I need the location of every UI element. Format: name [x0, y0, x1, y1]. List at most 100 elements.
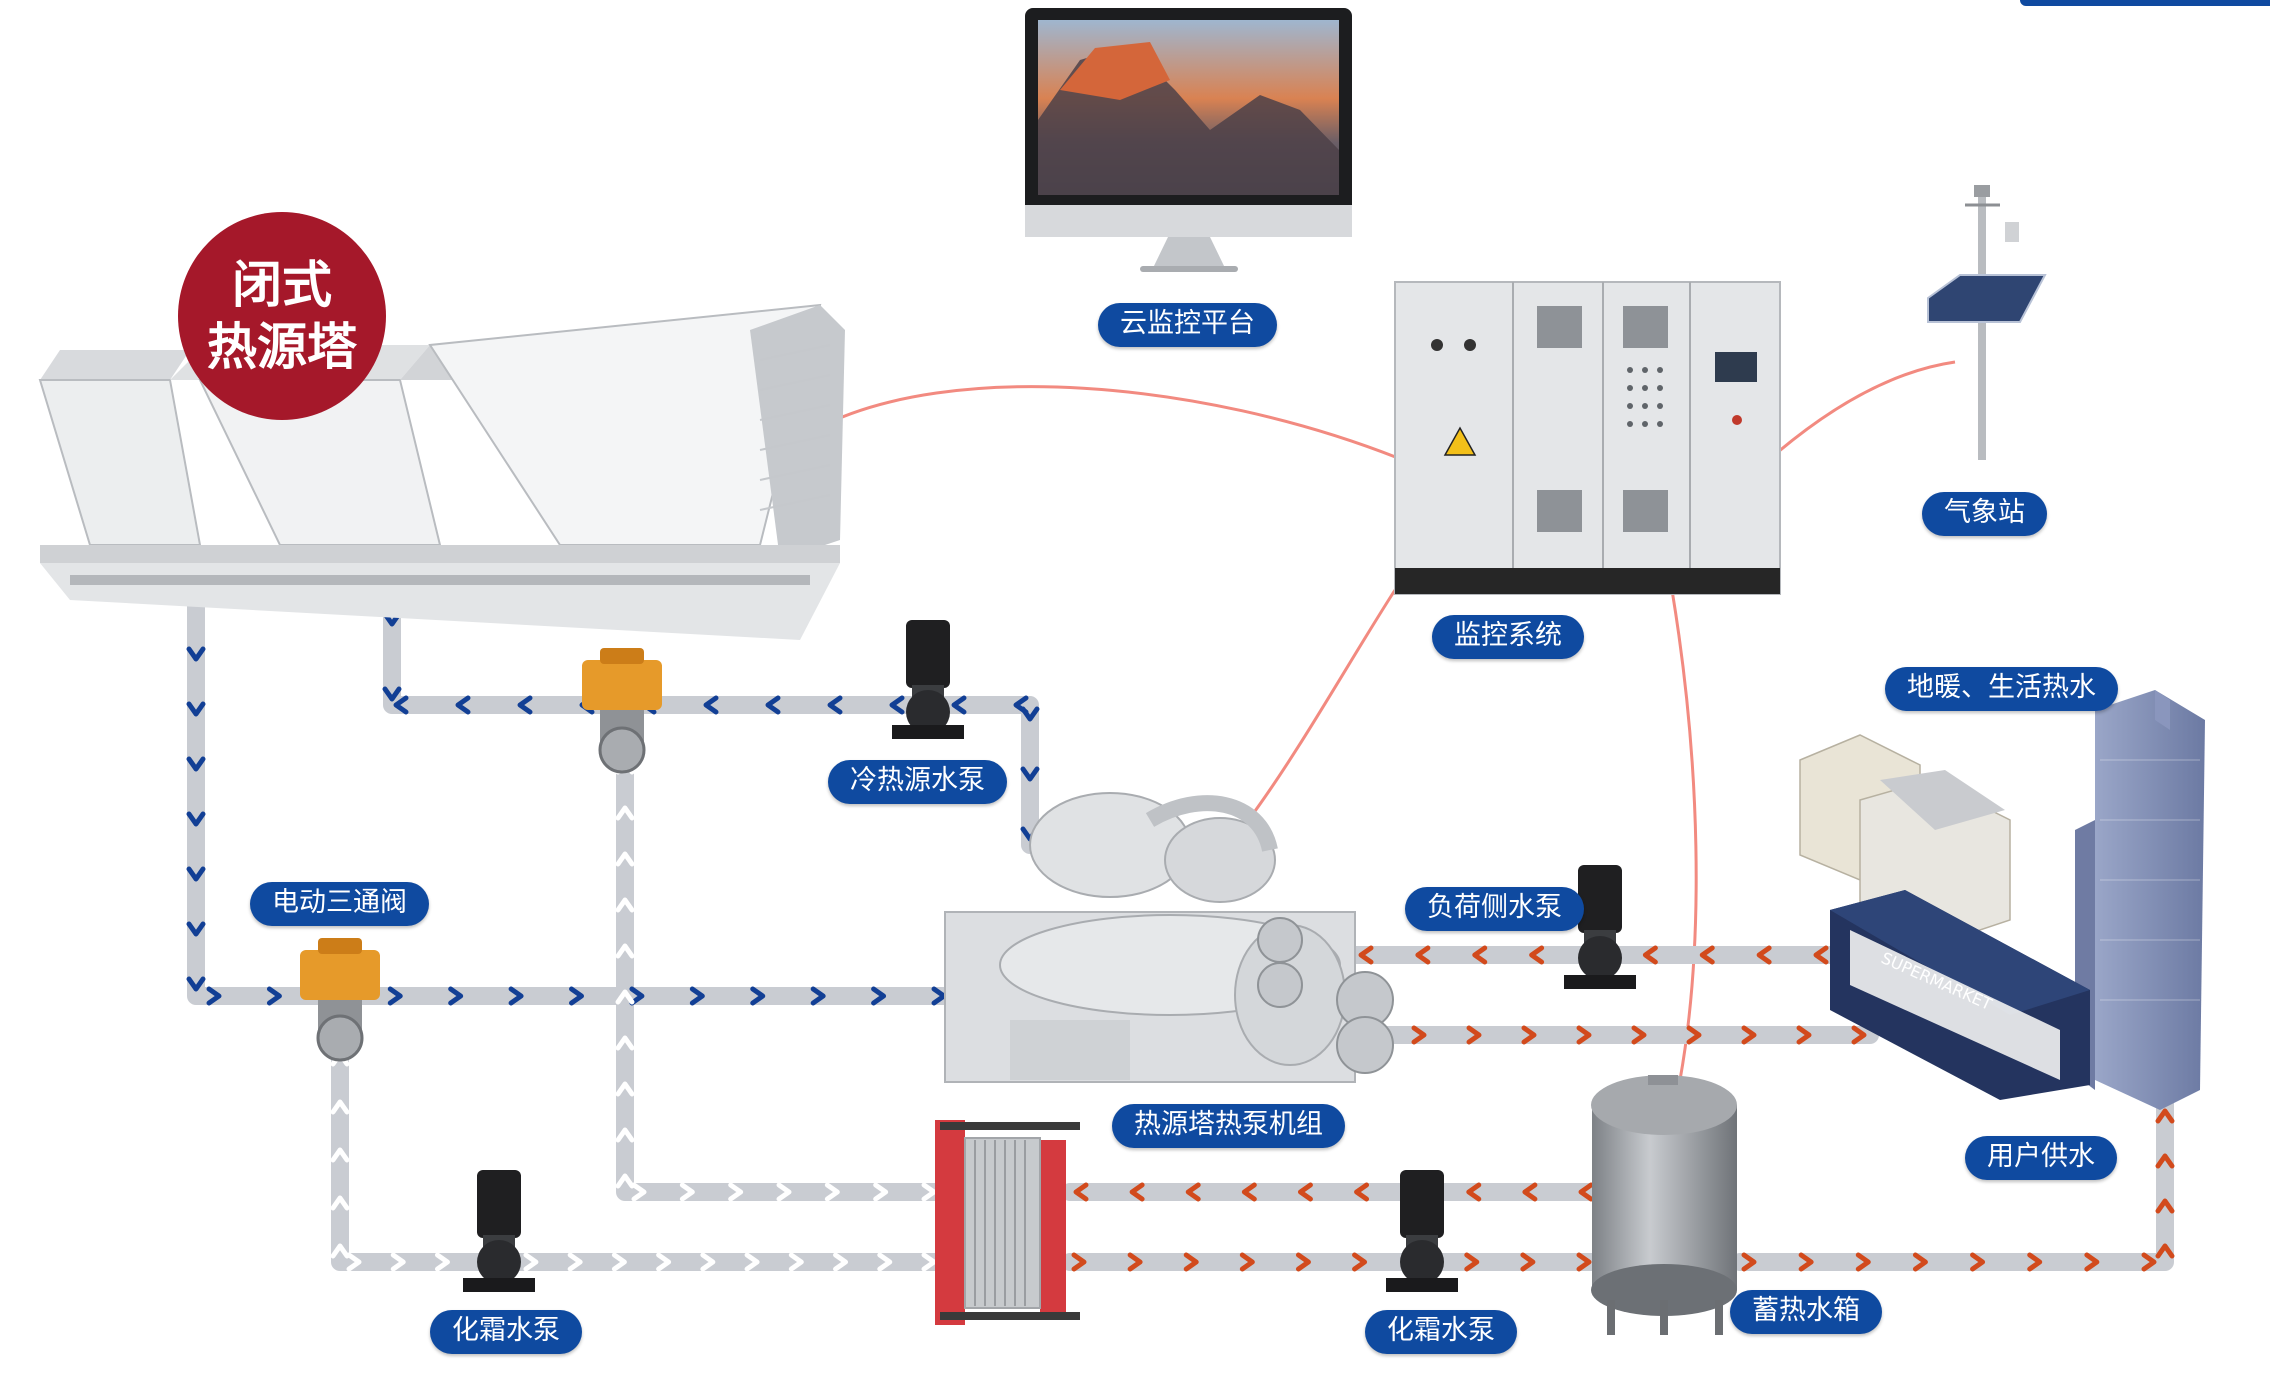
flow-chevron	[1020, 766, 1040, 782]
flow-chevron	[1020, 706, 1040, 722]
flow-chevron	[921, 1182, 937, 1202]
control-cabinet	[1394, 281, 1781, 595]
flow-chevron	[1851, 1025, 1867, 1045]
heat-source-tower	[38, 303, 845, 640]
flow-chevron	[1466, 1025, 1482, 1045]
cold-hot-source-pump	[892, 620, 964, 739]
plate-heat-exchanger	[935, 1120, 1080, 1325]
flow-chevron	[1472, 945, 1488, 965]
signal-line-tower	[817, 385, 1399, 460]
flow-chevron	[1073, 1182, 1089, 1202]
flow-chevron	[728, 1182, 744, 1202]
flow-chevron	[765, 695, 781, 715]
electric-three-way-valve-upper	[582, 648, 662, 774]
flow-chevron	[517, 695, 533, 715]
flow-chevron	[689, 986, 705, 1006]
flow-chevron	[615, 1081, 635, 1097]
flow-chevron	[833, 1252, 849, 1272]
electric-three-way-valve-lower	[300, 938, 380, 1062]
flow-chevron	[921, 1252, 937, 1272]
flow-chevron	[2027, 1252, 2043, 1272]
label-monitoring-system: 监控系统	[1432, 615, 1584, 659]
flow-chevron	[615, 943, 635, 959]
label-floor-heating: 地暖、生活热水	[1885, 667, 2118, 711]
flow-chevron	[387, 986, 403, 1006]
flow-chevron	[186, 866, 206, 882]
pipe-hot-user	[1731, 1051, 2174, 1271]
flow-chevron	[2155, 1243, 2175, 1259]
flow-chevron	[1521, 1025, 1537, 1045]
signal-line-heatpump	[1248, 589, 1397, 819]
flow-chevron	[1466, 1182, 1482, 1202]
label-cold-hot-pump: 冷热源水泵	[828, 760, 1007, 804]
flow-chevron	[1576, 1025, 1592, 1045]
flow-chevron	[629, 986, 645, 1006]
corner-accent-bar	[2020, 0, 2270, 6]
flow-chevron	[750, 986, 766, 1006]
signal-line-weather	[1777, 360, 1956, 454]
flow-chevron	[615, 851, 635, 867]
flow-chevron	[776, 1182, 792, 1202]
flow-chevron	[1415, 945, 1431, 965]
flow-chevron	[1354, 1182, 1370, 1202]
closed-tower-badge: 闭式 热源塔	[178, 212, 386, 420]
flow-chevron	[827, 695, 843, 715]
flow-chevron	[523, 1252, 539, 1272]
flow-chevron	[611, 1252, 627, 1272]
flow-chevron	[1796, 1025, 1812, 1045]
flow-chevron	[434, 1252, 450, 1272]
flow-chevron	[1642, 945, 1658, 965]
flow-chevron	[2155, 1153, 2175, 1169]
cloud-monitor-computer	[1025, 8, 1352, 272]
weather-station	[1927, 185, 2047, 460]
flow-chevron	[615, 1173, 635, 1189]
flow-chevron	[1352, 1252, 1368, 1272]
flow-chevron	[871, 986, 887, 1006]
flow-chevron	[877, 1252, 893, 1272]
flow-chevron	[186, 646, 206, 662]
flow-chevron	[656, 1252, 672, 1272]
flow-chevron	[1464, 1252, 1480, 1272]
flow-chevron	[615, 897, 635, 913]
label-storage-tank: 蓄热水箱	[1730, 1290, 1882, 1334]
flow-chevron	[393, 695, 409, 715]
flow-chevron	[1129, 1182, 1145, 1202]
flow-chevron	[1297, 1182, 1313, 1202]
label-defrost-pump-right: 化霜水泵	[1365, 1310, 1517, 1354]
flow-chevron	[889, 695, 905, 715]
flow-chevron	[266, 986, 282, 1006]
flow-chevron	[1241, 1182, 1257, 1202]
label-defrost-pump-left: 化霜水泵	[430, 1310, 582, 1354]
flow-chevron	[346, 1252, 362, 1272]
heat-pump-unit	[944, 792, 1394, 1083]
badge-line-2: 热源塔	[207, 318, 357, 376]
flow-chevron	[569, 986, 584, 1006]
pipe-return-mid	[616, 696, 944, 1201]
flow-chevron	[2155, 1108, 2175, 1124]
flow-chevron	[1970, 1252, 1986, 1272]
flow-chevron	[390, 1252, 406, 1272]
flow-chevron	[1529, 945, 1545, 965]
label-heat-pump-unit: 热源塔热泵机组	[1112, 1104, 1345, 1148]
flow-chevron	[679, 1182, 695, 1202]
flow-chevron	[1295, 1252, 1311, 1272]
signal-lines	[817, 360, 1956, 1081]
flow-chevron	[1185, 1182, 1201, 1202]
flow-chevron	[1578, 1182, 1594, 1202]
flow-chevron	[824, 1182, 840, 1202]
flow-chevron	[1071, 1252, 1087, 1272]
heat-storage-tank	[1591, 1075, 1737, 1335]
flow-chevron	[700, 1252, 716, 1272]
flow-chevron	[1520, 1252, 1536, 1272]
flow-chevron	[951, 695, 967, 715]
flow-chevron	[1127, 1252, 1143, 1272]
flow-chevron	[567, 1252, 583, 1272]
defrost-pump-right	[1386, 1170, 1458, 1292]
flow-chevron	[788, 1252, 804, 1272]
flow-chevron	[2084, 1252, 2100, 1272]
flow-chevron	[703, 695, 719, 715]
buildings: SUPERMARKET	[1799, 690, 2205, 1110]
flow-chevron	[330, 1147, 350, 1163]
signal-line-tank	[1670, 589, 1698, 1081]
